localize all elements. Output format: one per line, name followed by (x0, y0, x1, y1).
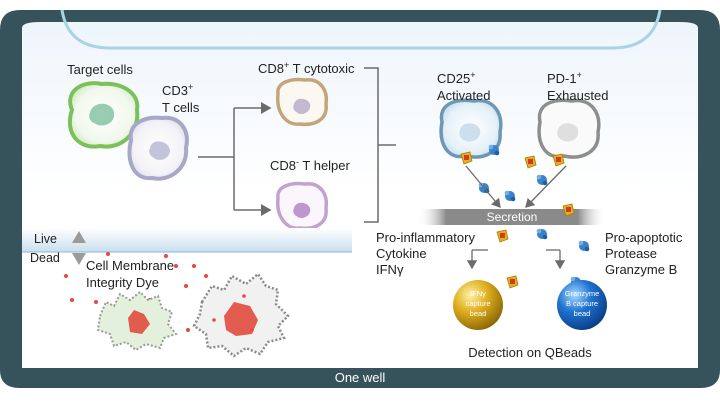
secretion-arrows (465, 165, 567, 209)
granzyme-b-label: Granzyme B (605, 262, 677, 277)
pro-inflammatory-label: Pro-inflammatory (376, 230, 475, 245)
well-rim (60, 9, 662, 50)
cytokine-label: Cytokine (376, 246, 427, 261)
svg-text:bead: bead (574, 309, 591, 318)
ifn-molecule-icon (496, 229, 509, 243)
cd8-neg-label: CD8- T helper (270, 157, 351, 173)
cd8-pos-label: CD8+ T cytotoxic (258, 60, 355, 76)
cd8-helper-cell (276, 181, 329, 231)
pro-apoptotic-label: Pro-apoptotic (605, 230, 683, 245)
cd25-activated-cell (439, 98, 503, 159)
pd1-exhausted-cell (537, 98, 601, 159)
branch-connector (198, 102, 272, 216)
svg-text:IFNγ: IFNγ (470, 289, 486, 298)
secretion-bar (418, 209, 606, 225)
dead-cell-small (96, 290, 178, 352)
well-inner (22, 22, 698, 368)
svg-text:B capture: B capture (566, 299, 598, 308)
target-cell (68, 81, 140, 149)
pd1-label: PD-1+ (547, 70, 582, 86)
cd25-label: CD25+ (437, 70, 476, 86)
ifn-capture-bead: IFNγ capture bead (453, 280, 503, 330)
granzyme-molecule-icon (488, 144, 500, 156)
detection-label: Detection on QBeads (468, 345, 592, 360)
secreted-molecules-bottom (496, 228, 590, 289)
dye-label-line2: Integrity Dye (86, 275, 159, 290)
svg-text:bead: bead (470, 309, 487, 318)
live-label: Live (34, 232, 57, 246)
ifn-gamma-label: IFNγ (376, 262, 404, 277)
svg-text:capture: capture (465, 299, 490, 308)
up-triangle-icon (72, 231, 86, 243)
dye-label-line1: Cell Membrane (86, 258, 174, 273)
cd8-cytotoxic-cell (276, 77, 329, 127)
live-dead-band (22, 228, 352, 252)
down-triangle-icon (72, 253, 86, 265)
subset-bracket (364, 67, 396, 223)
secretion-label: Secretion (487, 210, 538, 224)
cd3-t-cell (127, 115, 189, 181)
secreted-molecules-top (460, 144, 565, 202)
exhausted-label: Exhausted (547, 88, 608, 103)
well-label: One well (335, 370, 386, 385)
dead-cell-large (192, 272, 290, 358)
dead-label: Dead (30, 251, 60, 265)
protease-label: Protease (605, 246, 657, 261)
target-cells-label: Target cells (67, 62, 133, 77)
t-cells-label: T cells (162, 100, 200, 115)
activated-label: Activated (437, 88, 490, 103)
cd3-label: CD3+ (162, 82, 193, 98)
bead-arrows (466, 249, 566, 270)
svg-text:Granzyme: Granzyme (565, 289, 600, 298)
granzyme-capture-bead: Granzyme B capture bead (557, 280, 607, 330)
